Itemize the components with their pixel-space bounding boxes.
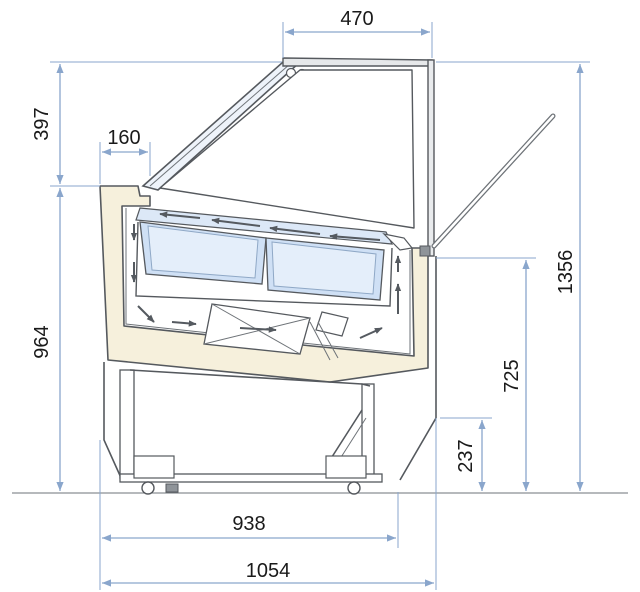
stand: [103, 256, 437, 495]
airflow-arrows: [130, 211, 402, 339]
dim-canopy-height: 397: [31, 107, 53, 140]
pan-left: [139, 221, 267, 285]
cabinet: [12, 57, 628, 495]
front-caster-icon: [141, 481, 155, 495]
dim-total-height: 1356: [555, 250, 577, 295]
dim-front-height: 964: [31, 325, 53, 358]
dimensions: 470 397 964 160 1356 725 237 938: [31, 8, 590, 590]
dim-inner-width: 938: [232, 513, 265, 535]
dim-base-height: 237: [455, 439, 477, 472]
rear-caster-icon: [347, 481, 361, 495]
insulated-tub: [99, 185, 429, 383]
rear-glass-panel: [159, 69, 415, 229]
dim-total-width: 1054: [246, 560, 291, 582]
dim-rear-height: 725: [501, 359, 523, 392]
dim-top-depth: 470: [340, 8, 373, 30]
dim-front-ledge: 160: [107, 127, 140, 149]
pan-right: [265, 237, 385, 301]
fan: [309, 311, 349, 361]
rear-post: [427, 59, 435, 257]
top-rail: [282, 57, 433, 67]
